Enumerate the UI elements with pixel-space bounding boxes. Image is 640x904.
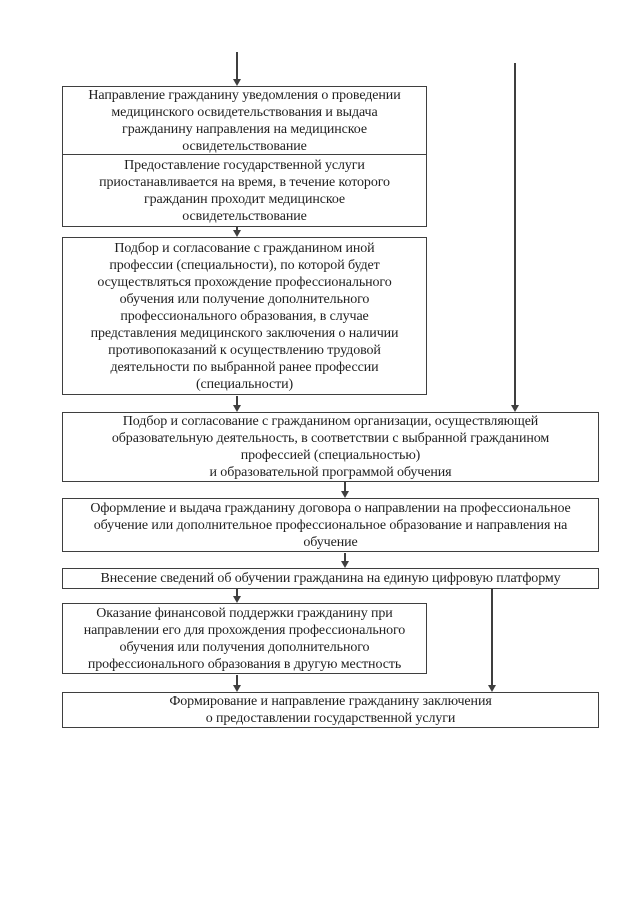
box-education-org-selection: Подбор и согласование с гражданином орга… bbox=[62, 412, 599, 482]
arrow-platform-to-financial-support bbox=[236, 589, 238, 596]
arrow-financial-support-to-conclusion bbox=[236, 675, 238, 685]
arrow-process-entry bbox=[236, 52, 238, 79]
box-service-suspension: Предоставление государственной услуги пр… bbox=[63, 155, 426, 226]
box-platform-record: Внесение сведений об обучении гражданина… bbox=[62, 568, 599, 589]
arrow-alt-profession-to-education-org bbox=[236, 396, 238, 405]
box-medical-notification: Направление гражданину уведомления о про… bbox=[63, 87, 426, 155]
box-medical-notification-text: Направление гражданину уведомления о про… bbox=[88, 87, 401, 154]
box-contract-issuance: Оформление и выдача гражданину договора … bbox=[62, 498, 599, 552]
arrow-suspension-to-alt-profession bbox=[236, 227, 238, 230]
box-alt-profession-selection: Подбор и согласование с гражданином иной… bbox=[62, 237, 427, 395]
box-financial-support-text: Оказание финансовой поддержки гражданину… bbox=[83, 605, 406, 672]
arrow-education-org-to-contract bbox=[344, 482, 346, 491]
box-platform-record-text: Внесение сведений об обучении гражданина… bbox=[100, 571, 561, 586]
box-group-medical: Направление гражданину уведомления о про… bbox=[62, 86, 427, 227]
box-service-suspension-text: Предоставление государственной услуги пр… bbox=[99, 157, 390, 224]
arrow-platform-to-conclusion bbox=[491, 589, 493, 685]
box-final-conclusion-text: Формирование и направление гражданину за… bbox=[169, 694, 492, 726]
arrow-bypass-to-education-org bbox=[514, 63, 516, 405]
box-alt-profession-selection-text: Подбор и согласование с гражданином иной… bbox=[90, 240, 399, 392]
box-financial-support: Оказание финансовой поддержки гражданину… bbox=[62, 603, 427, 674]
box-contract-issuance-text: Оформление и выдача гражданину договора … bbox=[90, 500, 571, 550]
box-education-org-selection-text: Подбор и согласование с гражданином орга… bbox=[111, 414, 550, 480]
box-final-conclusion: Формирование и направление гражданину за… bbox=[62, 692, 599, 728]
arrow-contract-to-platform bbox=[344, 553, 346, 561]
